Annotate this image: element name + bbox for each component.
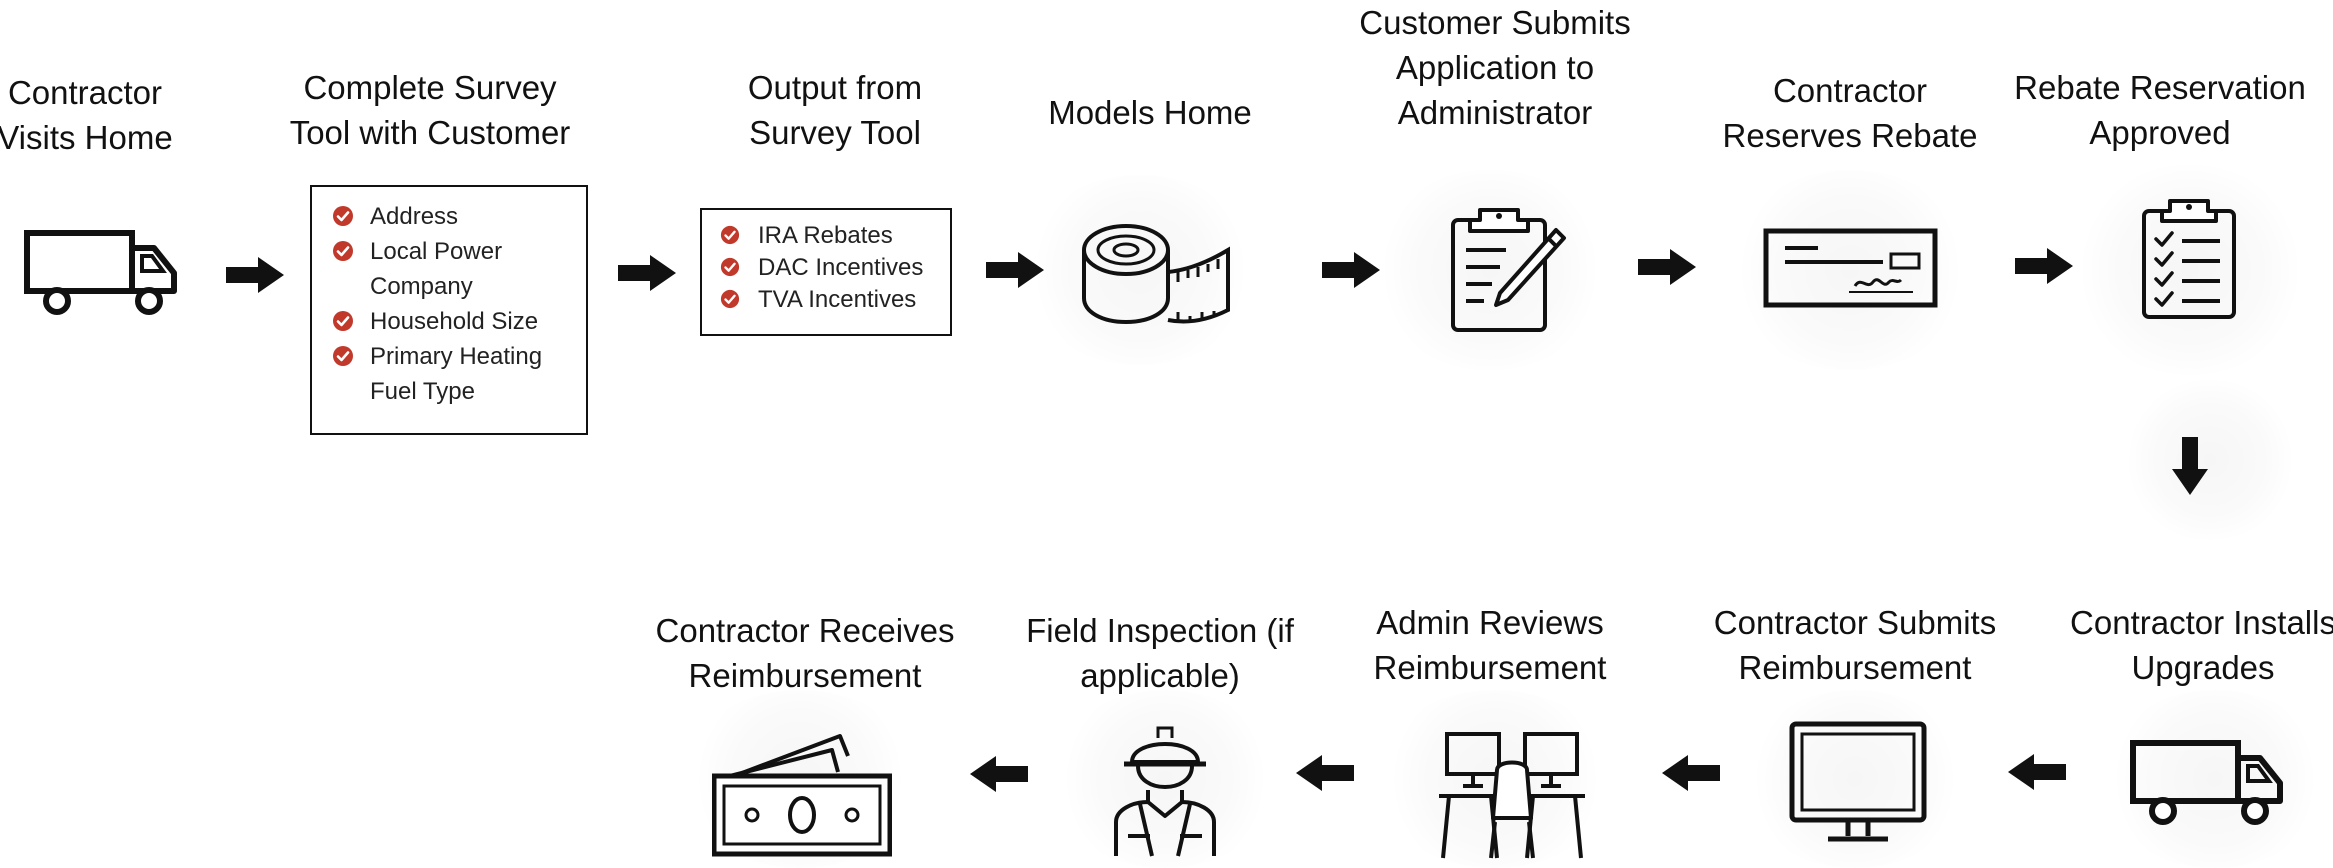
survey-checklist-box: Address Local Power Company Household Si… — [310, 185, 588, 435]
worker-icon — [1114, 726, 1216, 857]
arrow-down-icon — [2172, 437, 2208, 495]
output-checklist-box: IRA Rebates DAC Incentives TVA Incentive… — [700, 208, 952, 336]
list-item: Local Power Company — [332, 234, 576, 304]
list-item: Primary Heating Fuel Type — [332, 339, 576, 409]
list-item: Household Size — [332, 304, 576, 339]
survey-item-label: Household Size — [370, 308, 539, 335]
step-label-complete-survey-tool: Complete Survey Tool with Customer — [289, 69, 571, 151]
check-circle-icon — [720, 289, 740, 309]
truck-icon — [24, 230, 177, 315]
output-item-label: DAC Incentives — [758, 254, 924, 281]
output-item-label: IRA Rebates — [758, 222, 893, 249]
list-item: TVA Incentives — [720, 284, 940, 316]
arrow-right-icon — [2015, 248, 2073, 284]
arrow-left-icon — [2008, 754, 2066, 790]
survey-item-label: Address — [370, 203, 459, 230]
arrow-right-icon — [1322, 252, 1380, 288]
step-label-contractor-installs-upgrades: Contractor Installs Upgrades — [2070, 604, 2333, 686]
output-item-label: TVA Incentives — [758, 286, 917, 313]
arrow-left-icon — [970, 756, 1028, 792]
arrow-left-icon — [1662, 755, 1720, 791]
clipboard-pencil-icon — [1451, 208, 1566, 332]
glow — [1370, 170, 1610, 370]
survey-item-label: Primary Heating Fuel Type — [370, 343, 543, 405]
tape-measure-icon — [1082, 224, 1230, 325]
step-label-customer-submits-application: Customer Submits Application to Administ… — [1359, 4, 1631, 131]
glow — [1020, 175, 1260, 365]
survey-item-label: Local Power Company — [370, 238, 503, 300]
check-circle-icon — [720, 225, 740, 245]
arrow-right-icon — [618, 255, 676, 291]
arrow-left-icon — [1296, 755, 1354, 791]
list-item: DAC Incentives — [720, 252, 940, 284]
output-checklist: IRA Rebates DAC Incentives TVA Incentive… — [720, 220, 940, 316]
step-label-models-home: Models Home — [1048, 94, 1252, 131]
check-circle-icon — [333, 206, 353, 226]
list-item: Address — [332, 199, 576, 234]
arrow-right-icon — [226, 257, 284, 293]
step-label-contractor-visits-home: Contractor Visits Home — [0, 74, 173, 156]
glow — [2120, 380, 2300, 540]
check-icon — [1763, 228, 1938, 308]
survey-checklist: Address Local Power Company Household Si… — [332, 199, 576, 409]
arrow-right-icon — [1638, 249, 1696, 285]
step-label-output-from-survey-tool: Output from Survey Tool — [747, 69, 923, 151]
step-label-admin-reviews-reimbursement: Admin Reviews Reimbursement — [1373, 604, 1607, 686]
step-label-contractor-receives-reimbursement: Contractor Receives Reimbursement — [655, 612, 955, 694]
check-circle-icon — [333, 346, 353, 366]
list-item: IRA Rebates — [720, 220, 940, 252]
step-label-field-inspection: Field Inspection (if applicable) — [1026, 612, 1294, 694]
checklist-icon — [2142, 199, 2236, 319]
step-label-contractor-reserves-rebate: Contractor Reserves Rebate — [1722, 72, 1978, 154]
desks-icon — [1439, 732, 1585, 859]
step-label-contractor-submits-reimbursement: Contractor Submits Reimbursement — [1713, 604, 1997, 686]
check-circle-icon — [333, 241, 353, 261]
monitor-icon — [1789, 721, 1927, 842]
check-circle-icon — [333, 311, 353, 331]
check-circle-icon — [720, 257, 740, 277]
glow — [2100, 690, 2330, 868]
cash-icon — [712, 734, 892, 857]
arrow-right-icon — [986, 252, 1044, 288]
step-label-rebate-reservation-approved: Rebate Reservation Approved — [2014, 69, 2306, 151]
glow — [1050, 690, 1280, 868]
truck-icon — [2130, 740, 2283, 825]
